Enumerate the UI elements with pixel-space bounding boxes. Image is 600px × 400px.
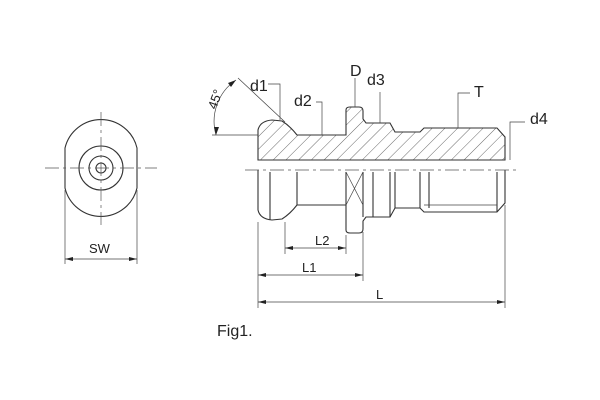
section-hatched	[257, 106, 506, 161]
D-label: D	[350, 63, 362, 80]
d3-label: d3	[367, 72, 385, 89]
angle-label: 45°	[205, 87, 226, 111]
d4-label: d4	[530, 111, 548, 128]
figure-caption: Fig1.	[217, 323, 253, 340]
sw-label: SW	[89, 241, 111, 256]
main-view: 45° d1 d2 D d3 T d4 L2 L1 L	[205, 63, 548, 308]
end-view: SW	[45, 112, 157, 264]
lower-outline	[257, 170, 506, 234]
l2-label: L2	[315, 233, 329, 248]
T-label: T	[474, 84, 484, 101]
l1-label: L1	[302, 260, 316, 275]
l-label: L	[376, 287, 383, 302]
d1-label: d1	[250, 78, 268, 95]
hex-outline	[64, 118, 138, 218]
d2-label: d2	[294, 93, 312, 110]
